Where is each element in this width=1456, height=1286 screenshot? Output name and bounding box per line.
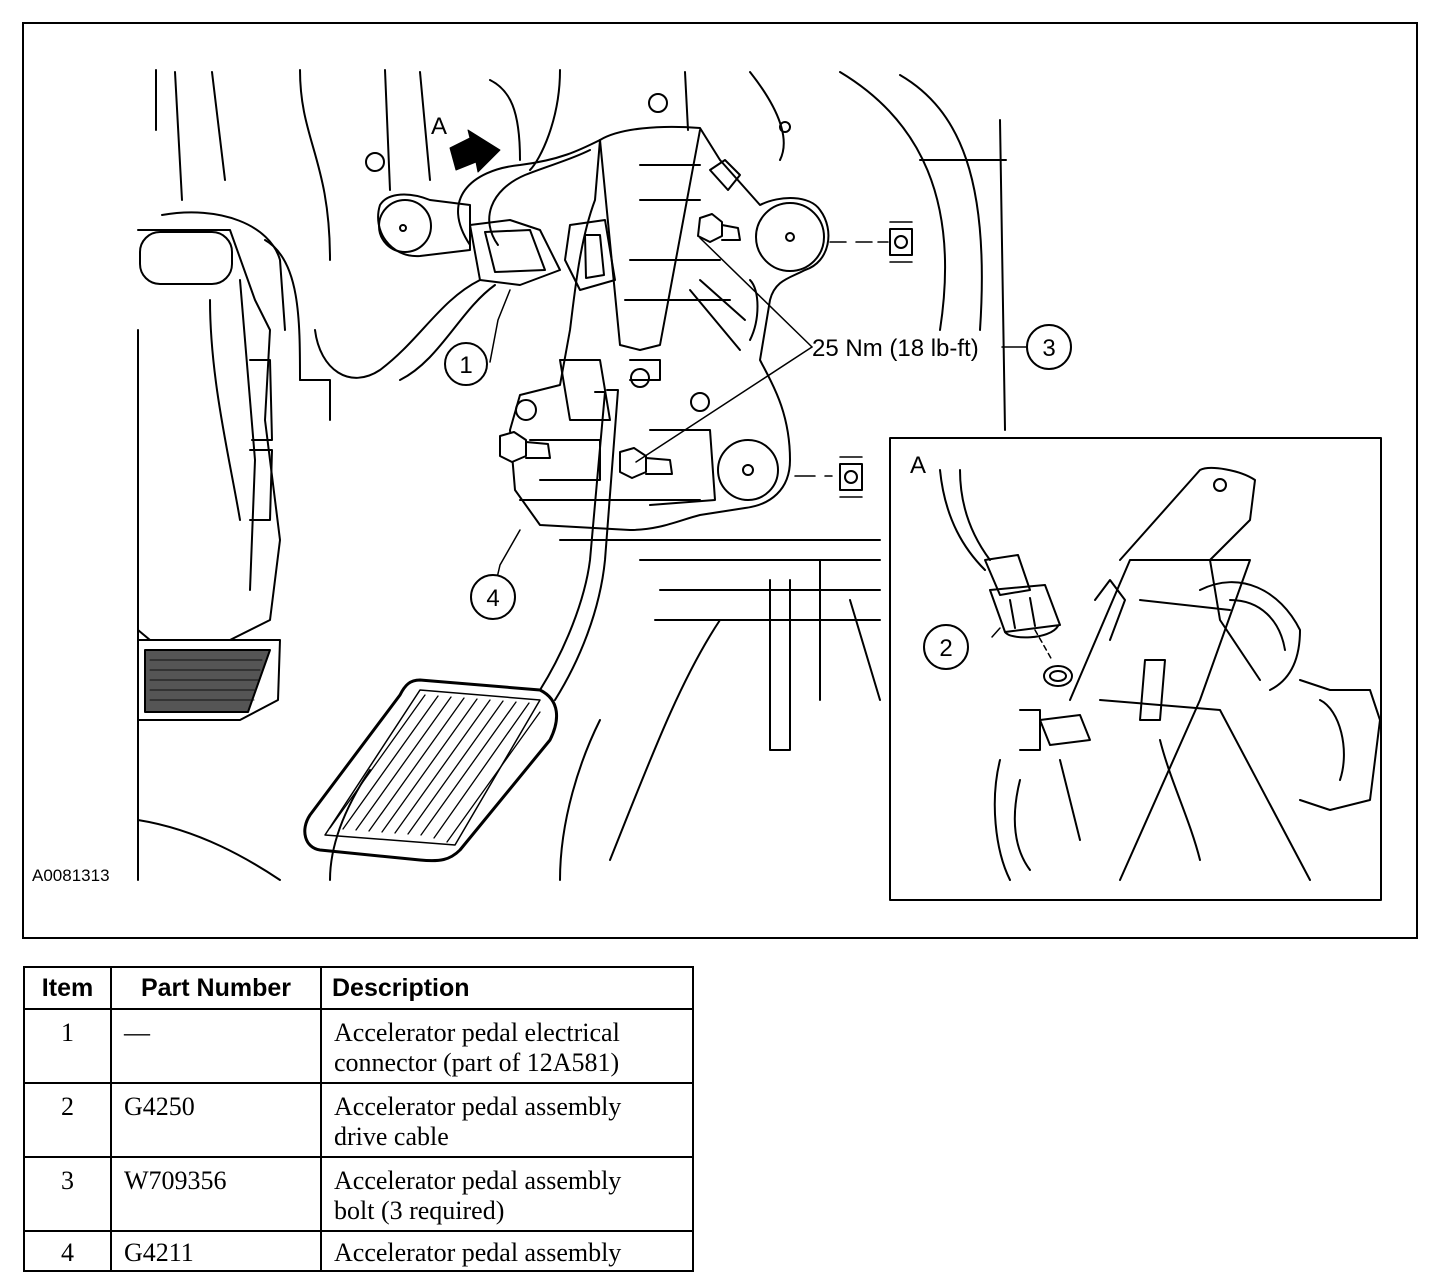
view-a-arrow-label: A (431, 113, 447, 140)
table-header-row: Item Part Number Description (23, 966, 694, 1010)
cell-item: 2 (23, 1082, 112, 1158)
torque-spec-label: 25 Nm (18 lb-ft) (812, 335, 979, 362)
cell-part-number: G4211 (110, 1230, 322, 1272)
header-description: Description (320, 966, 694, 1010)
cell-part-number: G4250 (110, 1082, 322, 1158)
parts-table: Item Part Number Description 1 — Acceler… (23, 966, 694, 1272)
cell-item: 1 (23, 1008, 112, 1084)
callout-4-label: 4 (486, 585, 499, 612)
cell-item: 3 (23, 1156, 112, 1232)
bolts (499, 159, 741, 479)
accelerator-pedal (303, 389, 619, 863)
description-line: connector (part of 12A581) (334, 1048, 620, 1077)
callout-3-circle (1026, 324, 1072, 370)
electrical-connector (314, 79, 616, 381)
description-line: drive cable (334, 1122, 449, 1151)
detail-view-a-label: A (910, 452, 926, 479)
cell-part-number: — (110, 1008, 322, 1084)
callout-leaders (489, 237, 1027, 596)
header-part-number: Part Number (110, 966, 322, 1010)
cell-item: 4 (23, 1230, 112, 1272)
description-line: Accelerator pedal assembly (334, 1166, 622, 1195)
description-line: bolt (3 required) (334, 1196, 505, 1225)
callout-4-circle (470, 574, 516, 620)
brake-pedal (137, 211, 301, 721)
callout-1-label: 1 (459, 352, 472, 379)
callout-2-circle (923, 624, 969, 670)
figure-id: A0081313 (32, 866, 110, 885)
mounting-pins (794, 221, 913, 498)
table-row: 4 G4211 Accelerator pedal assembly (23, 1230, 694, 1272)
callout-3-label: 3 (1042, 335, 1055, 362)
description-line: Accelerator pedal assembly (334, 1238, 622, 1267)
cell-part-number: W709356 (110, 1156, 322, 1232)
pedal-bracket (377, 125, 830, 531)
callout-2-label: 2 (939, 635, 952, 662)
description-line: Accelerator pedal assembly (334, 1092, 622, 1121)
pedal-illustration: 1 2 3 4 25 Nm (18 lb-ft) A A (137, 69, 1382, 901)
view-a-arrow (449, 129, 501, 173)
callout-1-circle (444, 342, 488, 386)
header-item: Item (23, 966, 112, 1010)
detail-view-a (889, 437, 1382, 901)
vehicle-structure (137, 69, 1007, 881)
description-line: Accelerator pedal electrical (334, 1018, 620, 1047)
cell-description: Accelerator pedal assembly (320, 1230, 694, 1272)
